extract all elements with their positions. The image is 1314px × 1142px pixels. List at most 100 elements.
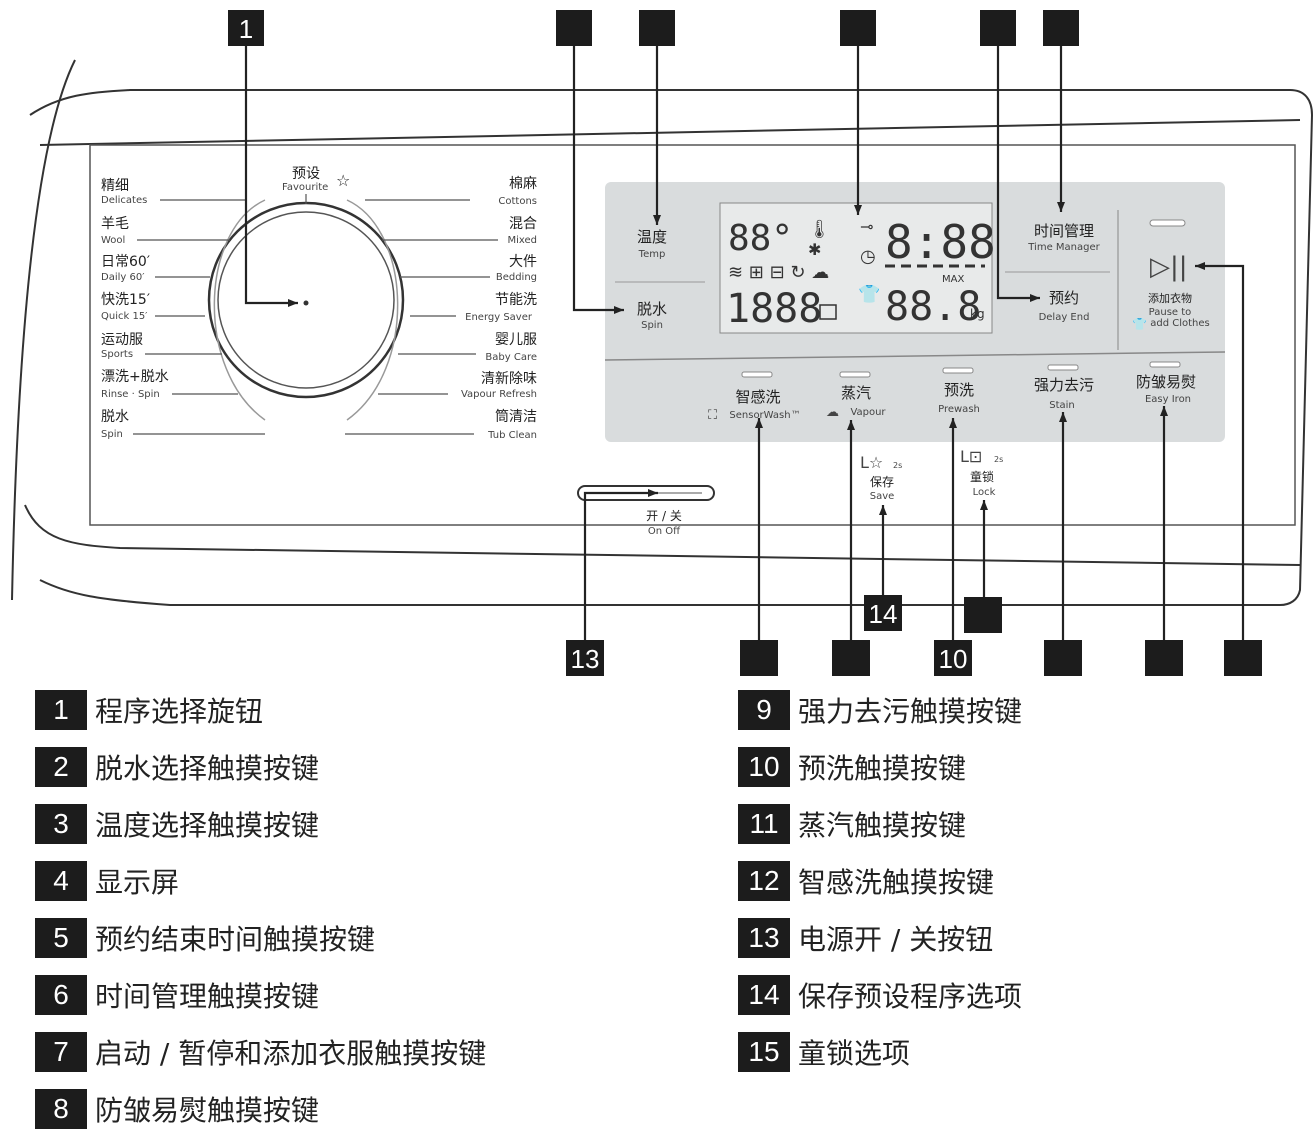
shirt-add-icon: 👕 — [1132, 317, 1147, 331]
time-manager-zh[interactable]: 时间管理 — [1034, 222, 1094, 240]
program-left-en: Delicates — [101, 195, 147, 206]
callout-marker-label: 10 — [939, 644, 968, 674]
delay-end-zh[interactable]: 预约 — [1049, 289, 1079, 307]
sensorwash-icon: ⛶ — [707, 408, 718, 423]
program-right-en: Bedding — [496, 272, 537, 283]
vapour-button-zh[interactable]: 蒸汽 — [841, 384, 871, 402]
temp-button-en: Temp — [638, 249, 666, 260]
legend-text: 保存预设程序选项 — [798, 980, 1023, 1013]
callout-marker — [556, 10, 592, 46]
program-left-en: Sports — [101, 349, 133, 360]
start-pause-zh: 添加衣物 — [1148, 291, 1192, 305]
callout-marker — [1145, 640, 1183, 676]
machine-body-outline — [11, 59, 76, 601]
legend-item: 6 时间管理触摸按键 — [35, 975, 319, 1015]
temp-button-zh[interactable]: 温度 — [637, 228, 667, 246]
callout-marker — [1043, 10, 1079, 46]
legend-text: 脱水选择触摸按键 — [95, 752, 320, 785]
lock-hold-time: 2s — [994, 455, 1003, 464]
panel-inner-edge — [39, 119, 1301, 146]
program-right-zh: 大件 — [509, 254, 537, 270]
callout-marker — [832, 640, 870, 676]
program-right-zh: 混合 — [509, 216, 537, 232]
callout-marker — [864, 595, 902, 631]
program-knob-outer[interactable] — [207, 201, 405, 399]
program-right-en: Baby Care — [485, 352, 537, 363]
lock-small-icon: ⊸ — [860, 217, 873, 236]
lock-option-en: Lock — [973, 487, 996, 498]
stain-button-zh[interactable]: 强力去污 — [1034, 376, 1094, 394]
prewash-button-zh[interactable]: 预洗 — [944, 381, 974, 399]
program-favourite-zh: 预设 — [292, 166, 320, 182]
legend-item: 15 童锁选项 — [738, 1032, 910, 1072]
program-left-zh: 日常60′ — [101, 254, 150, 270]
program-right-en: Energy Saver — [465, 312, 533, 323]
start-pause-icon[interactable]: ▷|| — [1150, 252, 1188, 282]
program-right-zh: 筒清洁 — [495, 408, 537, 425]
power-label-en: On Off — [648, 526, 681, 537]
legend-text: 预洗触摸按键 — [798, 752, 967, 785]
program-right-zh: 节能洗 — [495, 292, 537, 308]
callout-marker-label: 1 — [239, 14, 253, 44]
legend-number: 6 — [35, 975, 87, 1015]
lcd-basket-icon — [819, 304, 837, 320]
program-right-en: Mixed — [507, 235, 537, 246]
program-knob-inner — [217, 211, 395, 389]
callout-marker — [964, 597, 1002, 633]
sensorwash-button-zh[interactable]: 智感洗 — [735, 388, 780, 406]
legend-text: 温度选择触摸按键 — [95, 809, 320, 842]
legend-item: 5 预约结束时间触摸按键 — [35, 918, 375, 958]
save-hold-time: 2s — [893, 461, 902, 470]
callout-marker — [980, 10, 1016, 46]
legend-number: 12 — [738, 861, 790, 901]
legend-item: 8 防皱易熨触摸按键 — [35, 1089, 319, 1129]
callout-markers-bottom: 13 10 14 — [566, 595, 1262, 676]
legend-text: 强力去污触摸按键 — [798, 695, 1023, 728]
knob-center-dot — [303, 300, 309, 306]
legend-text: 启动 / 暂停和添加衣服触摸按键 — [95, 1037, 487, 1070]
lcd-time-digits: 8:88 — [885, 215, 996, 269]
stain-button-en: Stain — [1049, 400, 1075, 411]
bottom-indicator-lights — [741, 361, 1181, 378]
easy-iron-button-zh[interactable]: 防皱易熨 — [1136, 373, 1196, 391]
callout-marker — [639, 10, 675, 46]
legend-item: 13 电源开 / 关按钮 — [738, 918, 993, 958]
callout-marker-label: 14 — [869, 599, 898, 629]
leader-arrowheads — [288, 202, 1205, 515]
callout-marker-label: 13 — [571, 644, 600, 674]
program-left-zh: 漂洗+脱水 — [101, 369, 169, 385]
program-left-en: Spin — [101, 429, 123, 440]
legend-number: 4 — [35, 861, 87, 901]
program-left-zh: 运动服 — [101, 332, 143, 348]
legend-text: 防皱易熨触摸按键 — [95, 1094, 320, 1127]
callout-marker — [1044, 640, 1082, 676]
legend-number: 14 — [738, 975, 790, 1015]
legend-item: 12 智感洗触摸按键 — [738, 861, 994, 901]
legend-text: 时间管理触摸按键 — [95, 980, 320, 1013]
spin-button-zh[interactable]: 脱水 — [637, 300, 667, 318]
legend-number: 11 — [738, 804, 790, 844]
start-indicator-light — [1149, 219, 1186, 227]
legend-number: 2 — [35, 747, 87, 787]
prewash-button-en: Prewash — [938, 404, 980, 415]
callout-markers-top: 1 — [228, 10, 1079, 46]
legend-item: 14 保存预设程序选项 — [738, 975, 1022, 1015]
program-left-zh: 脱水 — [101, 409, 129, 425]
lcd-weight-digits: 88.8 — [885, 284, 981, 330]
star-small-icon: ☆ — [336, 171, 350, 190]
knob-arc-right — [346, 199, 399, 421]
program-left-en: Rinse · Spin — [101, 389, 160, 400]
legend-item: 7 启动 / 暂停和添加衣服触摸按键 — [35, 1032, 486, 1072]
knob-arc-left — [213, 199, 266, 421]
lcd-display — [719, 202, 993, 334]
lcd-shirt-icon: 👕 — [858, 284, 880, 305]
legend-number: 5 — [35, 918, 87, 958]
program-left-zh: 精细 — [101, 178, 129, 194]
legend-number: 1 — [35, 690, 87, 730]
thermometer-icon: 🌡 — [808, 219, 831, 240]
time-manager-en: Time Manager — [1027, 242, 1100, 253]
program-labels-left: 精细 Delicates 羊毛 Wool 日常60′ Daily 60′ 快洗1… — [101, 178, 265, 440]
legend-number: 10 — [738, 747, 790, 787]
lcd-max-label: MAX — [942, 274, 964, 285]
